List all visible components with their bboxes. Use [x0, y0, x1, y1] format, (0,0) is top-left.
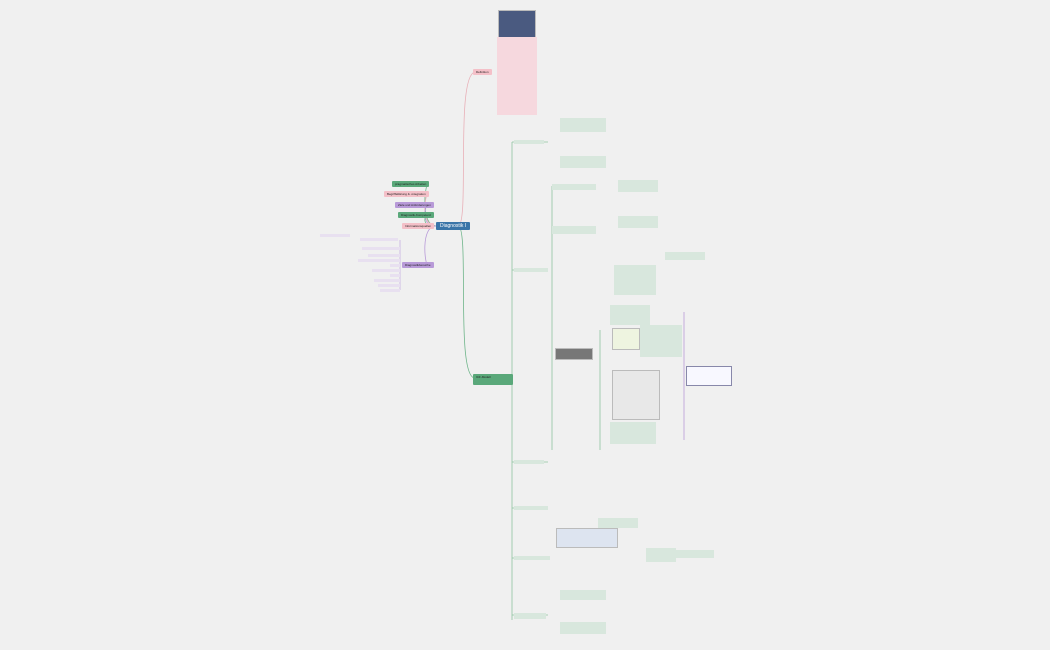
root-node[interactable]: Diagnostik I — [436, 222, 471, 230]
subnode[interactable] — [362, 247, 400, 250]
branch-definition[interactable]: Definition — [473, 69, 492, 75]
subnode[interactable] — [358, 259, 400, 262]
subnode[interactable] — [514, 268, 548, 272]
subnode[interactable] — [560, 156, 606, 168]
subnode[interactable] — [560, 590, 606, 600]
subnode[interactable] — [368, 254, 400, 257]
definition-text — [497, 37, 537, 115]
diagram-image — [498, 10, 536, 38]
subnode[interactable] — [618, 180, 658, 192]
subnode[interactable] — [514, 460, 544, 464]
subnode[interactable] — [378, 284, 400, 287]
note-box — [686, 366, 732, 386]
subnode[interactable] — [380, 289, 400, 292]
subnode[interactable] — [372, 269, 400, 272]
branch-informationsquellen[interactable]: Informationsquellen — [402, 223, 435, 229]
subnode[interactable] — [360, 238, 398, 241]
branch-pragmatisches-arbeiten[interactable]: pragmatisches Arbeiten — [392, 181, 430, 187]
subnode[interactable] — [514, 140, 544, 144]
subnode[interactable] — [676, 550, 714, 558]
subnode[interactable] — [618, 216, 658, 228]
table-image — [612, 370, 660, 420]
subnode[interactable] — [646, 548, 676, 562]
subnode[interactable] — [390, 264, 400, 267]
subnode[interactable] — [320, 234, 350, 237]
subnode[interactable] — [610, 422, 656, 444]
subnode[interactable] — [514, 613, 546, 619]
subnode[interactable] — [560, 622, 606, 634]
subnode[interactable] — [560, 118, 606, 132]
chart-image — [612, 328, 640, 350]
table-image — [555, 348, 593, 360]
subnode[interactable] — [552, 184, 596, 190]
subnode[interactable] — [552, 226, 596, 234]
timeline-image — [556, 528, 618, 548]
subnode[interactable] — [374, 279, 400, 282]
subnode[interactable] — [640, 325, 682, 357]
branch-diagnostikbereiche[interactable]: Diagnostikbereiche — [402, 262, 434, 268]
subnode[interactable] — [614, 265, 656, 295]
branch-begriffsklaerung[interactable]: Begriffsklärung & -integration — [384, 191, 429, 197]
branch-kompetenz[interactable]: Diagnostik-Kompetenz — [398, 212, 435, 218]
subnode[interactable] — [610, 305, 650, 325]
branch-icf-modell[interactable]: ICF-Modell — [473, 374, 513, 385]
subnode[interactable] — [390, 274, 400, 277]
subnode[interactable] — [514, 506, 548, 510]
branch-ziele[interactable]: Ziele und Anforderungen — [395, 202, 434, 208]
subnode[interactable] — [598, 518, 638, 528]
subnode[interactable] — [665, 252, 705, 260]
subnode[interactable] — [514, 556, 550, 560]
